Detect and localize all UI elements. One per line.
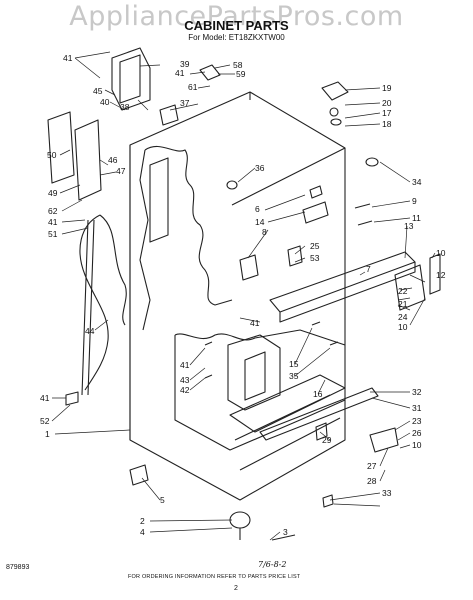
watermark-text: AppliancePartsPros.com — [69, 1, 404, 32]
callout-41: 41 — [250, 318, 260, 328]
plug-34 — [365, 157, 379, 167]
wire-harness — [99, 214, 127, 326]
callout-3: 3 — [283, 527, 288, 537]
power-cord — [79, 214, 109, 391]
callout-14: 14 — [255, 217, 265, 227]
callout-33: 33 — [382, 488, 392, 498]
callout-36: 36 — [255, 163, 265, 173]
callout-2: 2 — [140, 516, 145, 526]
callout-24: 24 — [398, 312, 408, 322]
callout-20: 20 — [382, 98, 392, 108]
callout-26: 26 — [412, 428, 422, 438]
cabinet-top-edge — [231, 92, 346, 206]
side-panel-46 — [74, 119, 102, 201]
page-number: 2 — [234, 585, 238, 592]
callout-43: 43 — [180, 375, 190, 385]
callout-21: 21 — [398, 299, 408, 309]
drain-tube — [81, 219, 95, 396]
callout-35: 35 — [289, 371, 299, 381]
callout-47: 47 — [116, 166, 126, 176]
callout-45: 45 — [93, 86, 103, 96]
callout-51: 51 — [48, 229, 58, 239]
callout-52: 52 — [40, 416, 50, 426]
callout-1: 1 — [45, 429, 50, 439]
callout-41: 41 — [175, 68, 185, 78]
bottom-hinge — [369, 427, 399, 453]
callout-61: 61 — [188, 82, 198, 92]
knob-36 — [226, 180, 238, 190]
door-liner-strip — [149, 157, 169, 243]
rail-7 — [269, 251, 416, 313]
callout-40: 40 — [100, 97, 110, 107]
ordering-note: FOR ORDERING INFORMATION REFER TO PARTS … — [128, 574, 301, 580]
callout-10: 10 — [412, 440, 422, 450]
callout-49: 49 — [48, 188, 58, 198]
callout-23: 23 — [412, 416, 422, 426]
callout-37: 37 — [180, 98, 190, 108]
callout-10: 10 — [436, 248, 446, 258]
base-pan — [229, 374, 346, 433]
callout-6: 6 — [255, 204, 260, 214]
top-hinge-bracket — [111, 47, 151, 111]
side-panel-50 — [47, 111, 75, 184]
callout-8: 8 — [262, 227, 267, 237]
leveling-foot-left — [129, 464, 149, 486]
cutaway-upper — [144, 145, 233, 306]
callout-39: 39 — [180, 59, 190, 69]
callout-4: 4 — [140, 527, 145, 537]
callout-7: 7 — [366, 264, 371, 274]
rail-32 — [259, 387, 379, 441]
callout-38: 38 — [120, 102, 130, 112]
hinge-bracket-13 — [394, 264, 426, 311]
callout-32: 32 — [412, 387, 422, 397]
document-code: 879893 — [6, 564, 30, 571]
callout-41: 41 — [48, 217, 58, 227]
page-title: CABINET PARTS — [184, 18, 289, 33]
callout-22: 22 — [398, 286, 408, 296]
callout-17: 17 — [382, 108, 392, 118]
callout-19: 19 — [382, 83, 392, 93]
callout-53: 53 — [310, 253, 320, 263]
callout-25: 25 — [310, 241, 320, 251]
machine-compartment — [227, 334, 281, 411]
callout-13: 13 — [404, 221, 414, 231]
callout-62: 62 — [48, 206, 58, 216]
callout-58: 58 — [233, 60, 243, 70]
callout-18: 18 — [382, 119, 392, 129]
cutaway-lower — [174, 329, 346, 346]
roller-2 — [229, 511, 251, 529]
callout-42: 42 — [180, 385, 190, 395]
handwritten-note: 7/6-8-2 — [258, 560, 287, 569]
latch-14 — [302, 201, 329, 224]
callout-44: 44 — [85, 326, 95, 336]
callout-31: 31 — [412, 403, 422, 413]
callout-9: 9 — [412, 196, 417, 206]
callout-41: 41 — [63, 53, 73, 63]
callout-28: 28 — [367, 476, 377, 486]
callout-16: 16 — [313, 389, 323, 399]
callout-59: 59 — [236, 69, 246, 79]
callout-5: 5 — [160, 495, 165, 505]
model-subtitle: For Model: ET18ZKXTW00 — [188, 33, 285, 42]
callout-50: 50 — [47, 150, 57, 160]
callout-12: 12 — [436, 270, 446, 280]
callout-29: 29 — [322, 435, 332, 445]
callout-10: 10 — [398, 322, 408, 332]
callout-41: 41 — [40, 393, 50, 403]
callout-11: 11 — [412, 213, 421, 223]
callout-27: 27 — [367, 461, 377, 471]
callout-15: 15 — [289, 359, 299, 369]
top-hinge-right — [321, 81, 349, 101]
callout-41: 41 — [180, 360, 190, 370]
callout-34: 34 — [412, 177, 422, 187]
callout-46: 46 — [108, 155, 118, 165]
